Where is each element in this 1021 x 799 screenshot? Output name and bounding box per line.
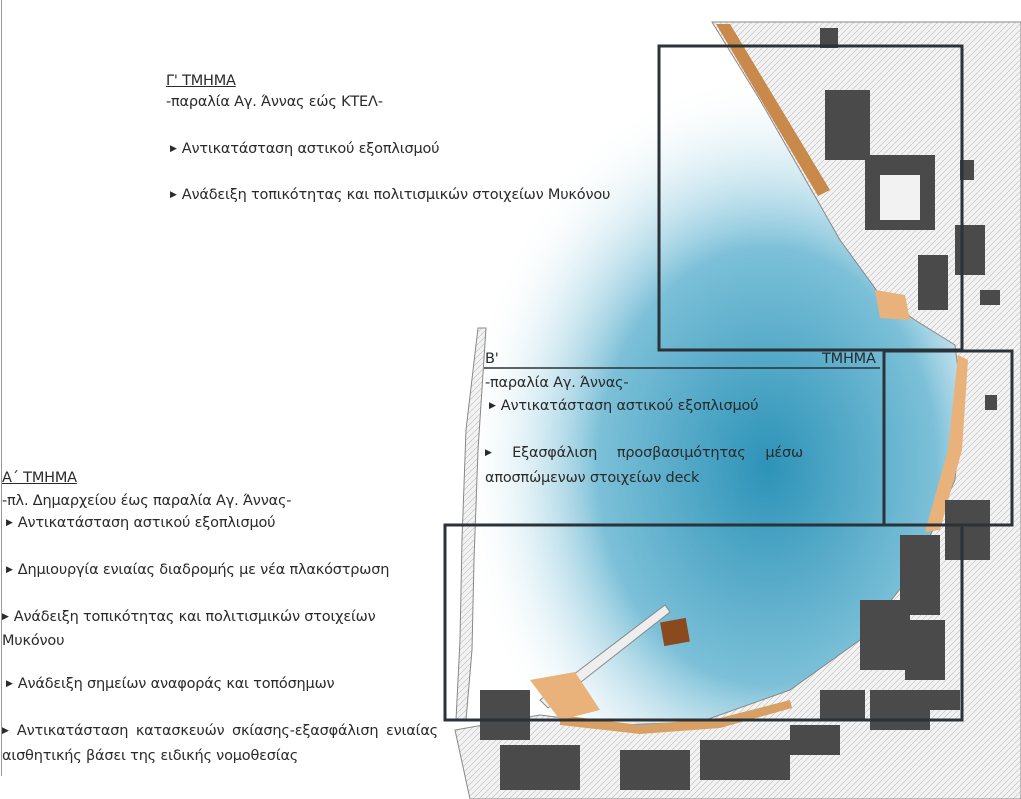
section-gamma-item: Αντικατάσταση αστικού εξοπλισμού	[170, 140, 440, 161]
section-alpha-subtitle: -πλ. Δημαρχείου έως παραλία Αγ. Άννας-	[2, 493, 292, 509]
beach-sand	[875, 290, 910, 320]
section-alpha-item: Ανάδειξη τοπικότητας και πολιτισμικών στ…	[2, 606, 402, 652]
frame-section-gamma	[657, 44, 964, 352]
section-alpha-item: Ανάδειξη σημείων αναφοράς και τοπόσημων	[6, 675, 335, 696]
section-beta-item: Αντικατάσταση αστικού εξοπλισμού	[489, 397, 759, 418]
section-beta-title-left: Β'	[485, 351, 499, 367]
buildings	[480, 28, 1000, 790]
courtyard	[880, 175, 920, 220]
section-gamma-subtitle: -παραλία Αγ. Άννας εώς ΚΤΕΛ-	[166, 94, 383, 110]
section-alpha-item: Αντικατάσταση κατασκευών σκίασης-εξασφάλ…	[2, 720, 438, 768]
section-alpha-title: Α΄ ΤΜΗΜΑ	[2, 470, 77, 486]
section-alpha-item: Δημιουργία ενιαίας διαδρομής με νέα πλακ…	[6, 561, 438, 582]
deck-gamma	[716, 24, 830, 196]
deck-alpha	[560, 700, 792, 734]
section-beta-item: Εξασφάλιση προσβασιμότητας μέσω αποσπώμε…	[485, 442, 803, 490]
square-sand	[530, 672, 600, 720]
platform	[660, 617, 690, 647]
frame-section-alpha	[443, 523, 964, 722]
section-alpha-item: Αντικατάσταση αστικού εξοπλισμού	[6, 514, 276, 535]
section-gamma-title: Γ' ΤΜΗΜΑ	[166, 73, 236, 89]
deck-beta	[925, 355, 968, 532]
section-gamma-item: Ανάδειξη τοπικότητας και πολιτισμικών στ…	[170, 186, 611, 207]
section-beta-title-right: ΤΜΗΜΑ	[822, 351, 876, 367]
sheet-border	[1, 0, 2, 776]
section-beta-subtitle: -παραλία Αγ. Άννας-	[485, 375, 629, 391]
